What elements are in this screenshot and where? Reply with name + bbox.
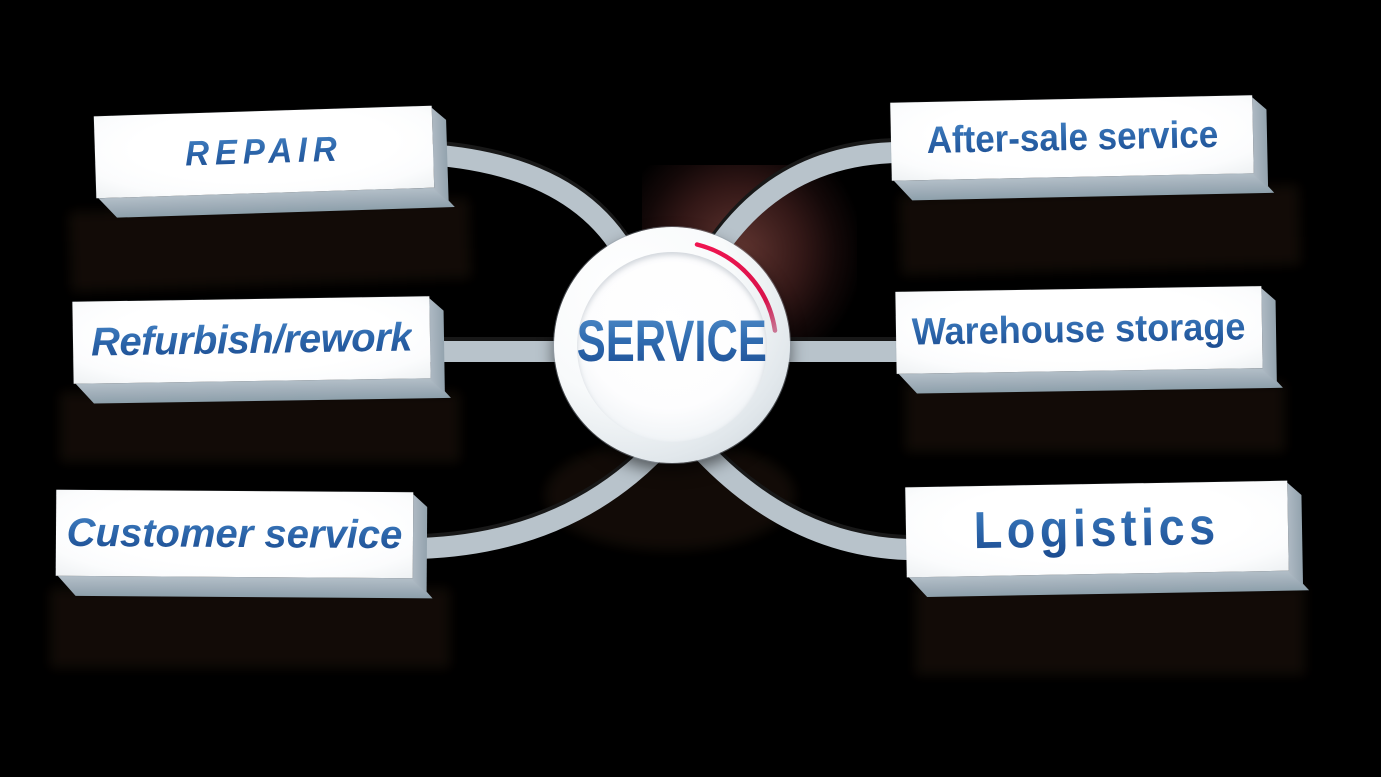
accent-arc-path	[694, 242, 778, 333]
node-face: Warehouse storage	[895, 286, 1263, 374]
node-label: Refurbish/rework	[90, 314, 413, 365]
node-label: Warehouse storage	[911, 305, 1247, 354]
accent-arc	[694, 242, 778, 333]
node-face: Logistics	[905, 480, 1289, 578]
node-label: After-sale service	[925, 113, 1219, 162]
node-customer-service: Customer service	[55, 489, 414, 579]
node-face: REPAIR	[93, 105, 435, 199]
node-label: Logistics	[973, 497, 1221, 561]
shadow	[60, 392, 460, 462]
service-hub-inner: SERVICE	[577, 252, 767, 442]
node-repair: REPAIR	[93, 105, 435, 199]
service-hub-label: SERVICE	[576, 308, 768, 374]
shadow	[905, 382, 1285, 452]
node-label: Customer service	[66, 510, 403, 557]
node-refurbish-rework: Refurbish/rework	[72, 296, 431, 384]
service-hub: SERVICE	[554, 227, 790, 463]
node-logistics: Logistics	[905, 480, 1289, 578]
node-face: After-sale service	[890, 95, 1254, 181]
shadow	[915, 585, 1305, 675]
node-label: REPAIR	[184, 129, 344, 174]
node-face: Refurbish/rework	[72, 296, 431, 384]
node-warehouse-storage: Warehouse storage	[895, 286, 1263, 374]
node-face: Customer service	[55, 489, 414, 579]
shadow	[50, 588, 450, 668]
node-after-sale-service: After-sale service	[890, 95, 1254, 181]
